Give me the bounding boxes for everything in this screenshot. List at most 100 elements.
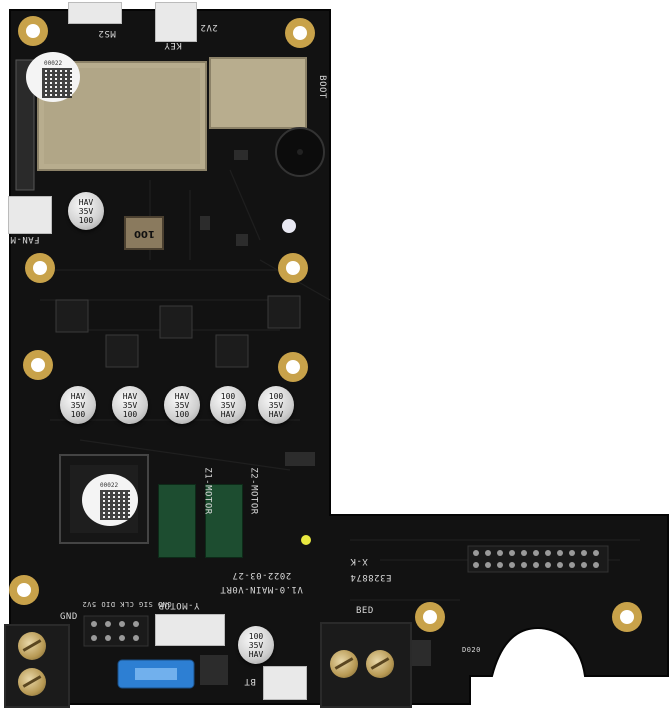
header-pin	[473, 550, 479, 556]
header-pin	[533, 550, 539, 556]
cap-text: 100	[220, 392, 236, 401]
header-pin	[545, 562, 551, 568]
cap-text: 35V	[174, 401, 190, 410]
qr-code	[100, 490, 130, 520]
screw-icon	[330, 650, 358, 678]
ffc-connector	[15, 59, 35, 191]
sticker-code: 00022	[44, 60, 63, 67]
mounting-holes	[9, 16, 642, 632]
capacitor: 100 35V HAV	[238, 626, 274, 664]
cap-text: 35V	[70, 401, 86, 410]
header-pin	[557, 562, 563, 568]
capacitor: HAV 35V 100	[164, 386, 200, 424]
silk-bed: BED	[356, 606, 374, 616]
silk-sn: E328874	[350, 572, 392, 582]
inductor: 100	[124, 216, 164, 250]
cap-text: 100	[70, 410, 86, 419]
header-pin	[557, 550, 563, 556]
header-pin	[509, 562, 515, 568]
pin-header	[467, 545, 609, 573]
silk-date: 2022-03-27	[232, 570, 292, 580]
header-pin	[473, 562, 479, 568]
status-led	[301, 535, 311, 545]
qr-code	[42, 68, 72, 98]
silk-board-name: V1.0-MAIN-V0RT	[220, 584, 303, 594]
cap-text: 100	[268, 392, 284, 401]
led-light	[282, 219, 296, 233]
silk-pins: GND SIG CLK DIO 5V2	[82, 600, 172, 608]
cap-text: 100	[78, 216, 94, 225]
capacitor: HAV 35V 100	[68, 192, 104, 230]
capacitor: 100 35V HAV	[258, 386, 294, 424]
header-pin	[509, 550, 515, 556]
cap-text: HAV	[78, 198, 94, 207]
inductor-label: 100	[133, 228, 155, 239]
connector-key[interactable]	[155, 2, 197, 42]
cap-text: 35V	[220, 401, 236, 410]
cap-text: 100	[174, 410, 190, 419]
cap-text: 35V	[122, 401, 138, 410]
silk-bt: BT	[244, 676, 256, 686]
silk-boot: BOOT	[316, 75, 327, 99]
header-pin	[91, 621, 97, 627]
cap-text: 35V	[248, 641, 264, 650]
capacitor: 100 35V HAV	[210, 386, 246, 424]
header-pin	[485, 550, 491, 556]
header-pin	[569, 562, 575, 568]
connector-z1-motor[interactable]	[158, 484, 196, 558]
capacitor: HAV 35V 100	[112, 386, 148, 424]
driver-chips	[55, 295, 301, 368]
header-pin	[497, 550, 503, 556]
connector-top-left[interactable]	[68, 2, 122, 24]
header-pin	[497, 562, 503, 568]
cap-text: 35V	[268, 401, 284, 410]
cap-text: HAV	[248, 650, 264, 659]
header-pin	[593, 550, 599, 556]
silk-fan: FAN-M	[10, 234, 40, 244]
header-pin	[533, 562, 539, 568]
cap-text: HAV	[268, 410, 284, 419]
header-pin	[105, 621, 111, 627]
header-pin	[521, 562, 527, 568]
header-pin	[581, 562, 587, 568]
connector-y-motor[interactable]	[155, 614, 225, 646]
sticker-code: 00022	[100, 482, 119, 489]
cap-text: HAV	[70, 392, 86, 401]
black-header	[83, 615, 149, 647]
screw-icon	[18, 668, 46, 696]
cap-text: 100	[122, 410, 138, 419]
header-pin	[119, 621, 125, 627]
screw-icon	[18, 632, 46, 660]
header-pin	[119, 635, 125, 641]
silk-key: KEY	[164, 40, 182, 50]
smd-parts	[200, 150, 431, 685]
capacitor: HAV 35V 100	[60, 386, 96, 424]
connector-bt[interactable]	[263, 666, 307, 700]
header-pin	[485, 562, 491, 568]
connector-z2-motor[interactable]	[205, 484, 243, 558]
cap-text: 100	[248, 632, 264, 641]
header-pin	[521, 550, 527, 556]
silk-ms2: MS2	[98, 28, 116, 38]
header-pin	[133, 621, 139, 627]
screw-icon	[366, 650, 394, 678]
header-pin	[569, 550, 575, 556]
cap-text: HAV	[174, 392, 190, 401]
silk-z1: Z1-MOTOR	[202, 467, 213, 515]
cap-text: 35V	[78, 207, 94, 216]
connector-fan[interactable]	[8, 196, 52, 234]
silk-2v2: 2V2	[200, 22, 218, 32]
header-pin	[545, 550, 551, 556]
silk-xk: X-K	[350, 556, 368, 566]
header-pin	[105, 635, 111, 641]
header-pin	[581, 550, 587, 556]
silk-d020: D020	[462, 646, 481, 654]
header-pin	[91, 635, 97, 641]
silk-z2: Z2-MOTOR	[248, 467, 259, 515]
header-pin	[133, 635, 139, 641]
rf-shield-small	[209, 57, 307, 129]
silk-gnd: GND	[60, 612, 78, 622]
cap-text: HAV	[122, 392, 138, 401]
